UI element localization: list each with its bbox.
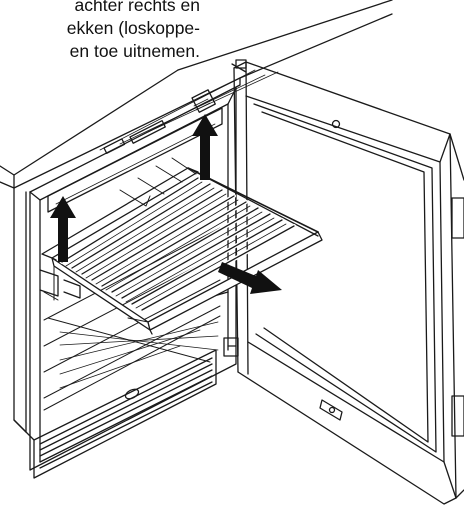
countertop <box>0 0 393 193</box>
caption-line-2: ekken (loskoppe- <box>66 18 200 38</box>
caption-line-3: en toe uitnemen. <box>69 41 200 61</box>
pull-out-shelf <box>41 157 323 335</box>
arrow-diagonal-icon <box>218 262 282 294</box>
arrow-up-icon-right <box>192 114 218 180</box>
door-hinges <box>231 59 464 437</box>
cabinet-side <box>13 187 27 433</box>
display-badge <box>129 120 166 144</box>
ventilation-grille <box>13 349 217 479</box>
arrow-up-icon <box>50 196 76 262</box>
interior-back-shelves <box>43 227 221 411</box>
control-panel <box>47 89 223 213</box>
caption-text: achter rechts en ekken (loskoppe- en toe… <box>0 0 200 63</box>
caption-line-1: achter rechts en <box>74 0 200 15</box>
